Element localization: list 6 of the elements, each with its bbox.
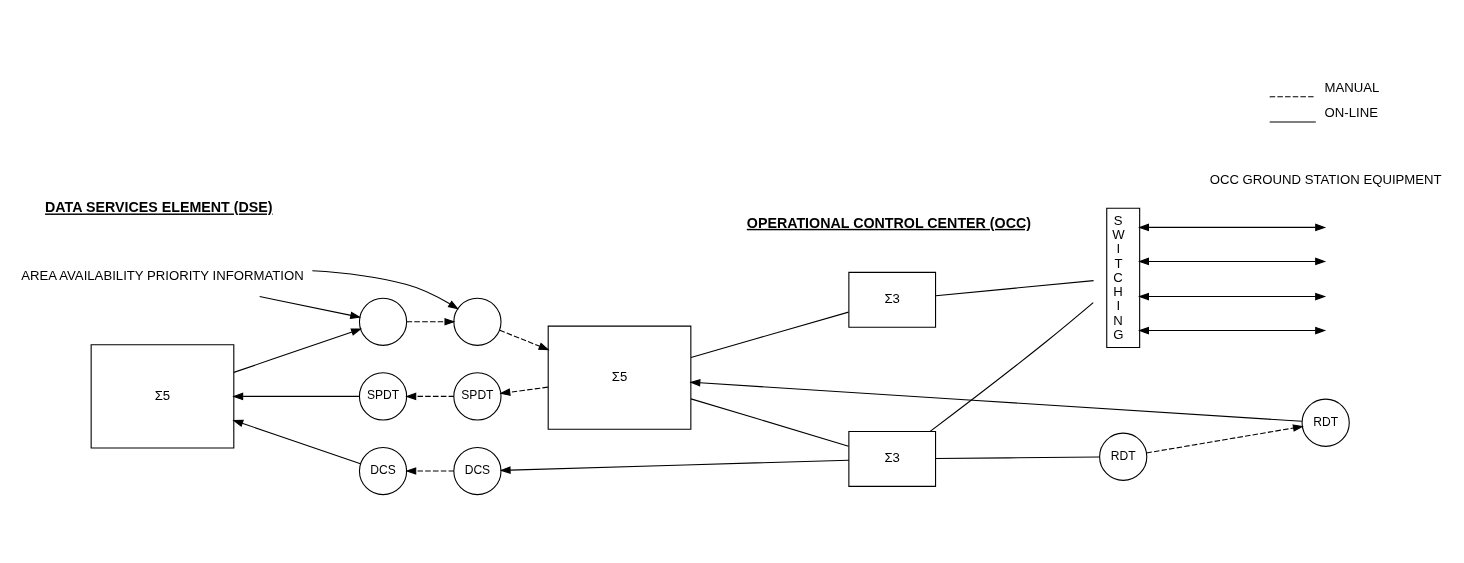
label: DATA SERVICES ELEMENT (DSE) xyxy=(45,198,273,215)
legend-label: MANUAL xyxy=(1324,79,1380,95)
legend-label: ON-LINE xyxy=(1324,104,1378,120)
node-text: AREA AVAILABILITY PRIORITY INFORMATION xyxy=(21,267,304,283)
label: OPERATIONAL CONTROL CENTER (OCC) xyxy=(746,214,1032,231)
node-text: OCC GROUND STATION EQUIPMENT xyxy=(1209,171,1442,187)
